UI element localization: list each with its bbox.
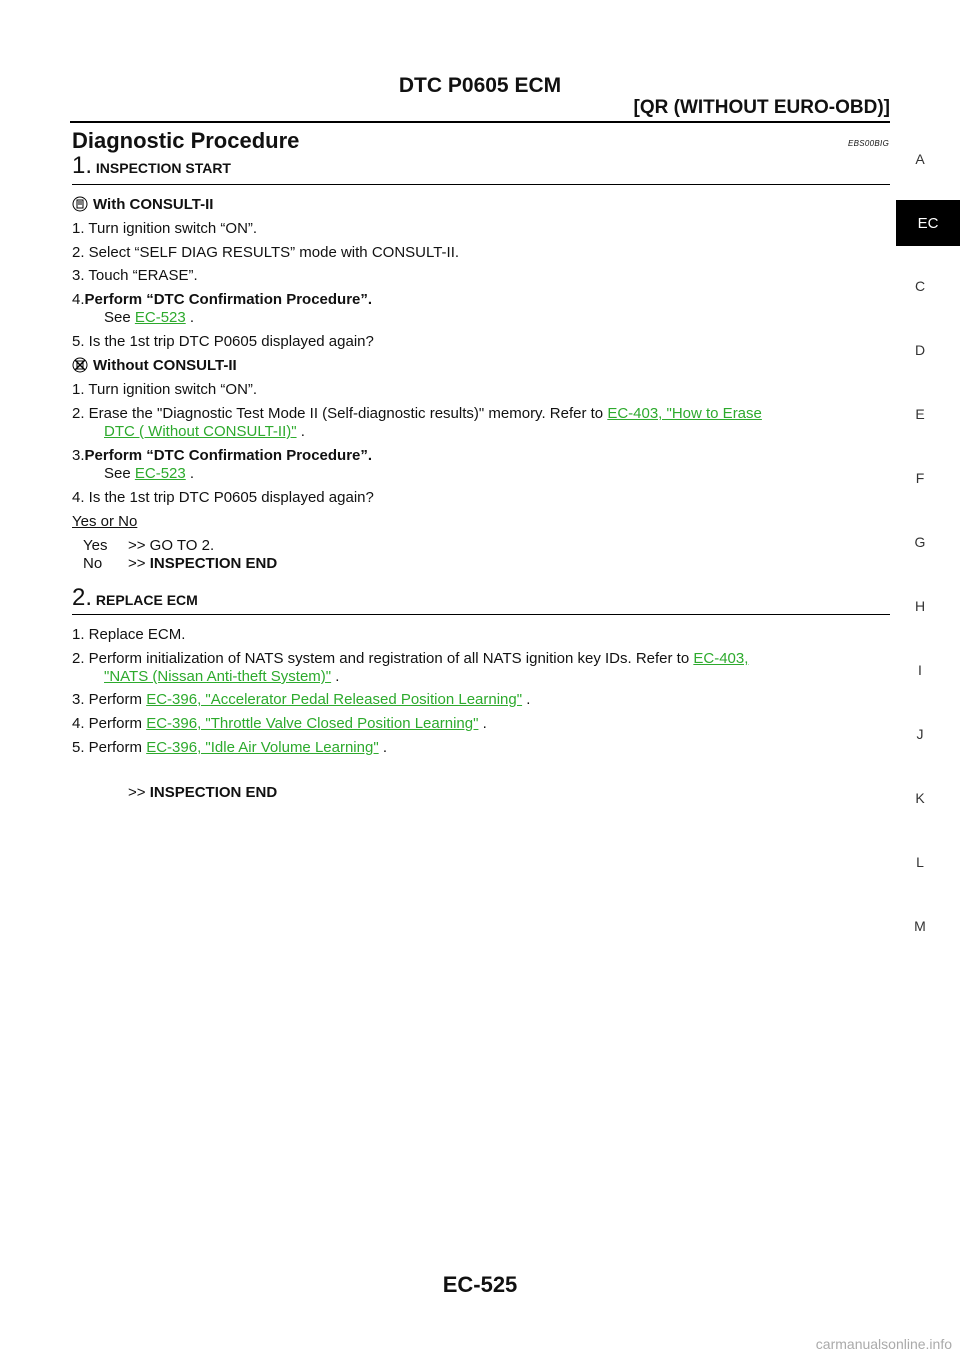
no-action: >> INSPECTION END [128,555,277,573]
step-2-title: REPLACE ECM [95,592,198,608]
yes-or-no-question: Yes or No [72,513,138,530]
step2-item-3: 3. Perform EC-396, "Accelerator Pedal Re… [72,691,530,709]
without-item-2-cont: DTC ( Without CONSULT-II)" . [104,423,305,441]
no-consult-icon [72,357,88,378]
ec-403-erase-link[interactable]: EC-403, "How to Erase [607,405,762,422]
without-item-3-see: See EC-523 . [104,465,194,483]
without-consult-heading: Without CONSULT-II [72,357,237,378]
ec-403-nats-link-cont[interactable]: "NATS (Nissan Anti-theft System)" [104,668,332,685]
sidebar-item-i[interactable]: I [918,662,922,678]
no-label: No [83,555,103,572]
ec-396-accel-link[interactable]: EC-396, "Accelerator Pedal Released Posi… [146,691,523,708]
sidebar-item-m[interactable]: M [914,918,926,934]
step2-item-5-text: 5. Perform [72,739,143,756]
period: . [189,309,195,326]
with-item-2: 2. Select “SELF DIAG RESULTS” mode with … [72,244,460,261]
with-item-5: 5. Is the 1st trip DTC P0605 displayed a… [72,333,374,350]
step-1-rule [72,184,890,185]
period: . [300,423,305,440]
ec-403-erase-link-cont[interactable]: DTC ( Without CONSULT-II)" [104,423,297,440]
ec-396-idle-link[interactable]: EC-396, "Idle Air Volume Learning" [146,739,379,756]
step2-item-3-text: 3. Perform [72,691,143,708]
page-number: EC-525 [442,1272,518,1297]
sidebar-item-d[interactable]: D [914,342,926,358]
end-text: INSPECTION END [149,784,278,801]
period: . [382,739,387,756]
no-action-text: INSPECTION END [149,555,278,572]
step2-item-2: 2. Perform initialization of NATS system… [72,650,748,668]
sidebar-item-l[interactable]: L [916,854,924,870]
header-rule [70,121,890,123]
section-title: Diagnostic Procedure [72,128,300,153]
period: . [526,691,531,708]
sidebar-item-g[interactable]: G [914,534,926,550]
sidebar-item-k[interactable]: K [915,790,925,806]
no-prefix: >> [128,555,146,572]
period: . [335,668,340,685]
period: . [482,715,487,732]
ec-396-throttle-link[interactable]: EC-396, "Throttle Valve Closed Position … [146,715,479,732]
without-item-1: 1. Turn ignition switch “ON”. [72,381,258,398]
sidebar-item-e[interactable]: E [915,406,925,422]
step-1-title: INSPECTION START [95,160,231,176]
without-item-3: 3.Perform “DTC Confirmation Procedure”. [72,447,372,465]
with-item-4: 4.Perform “DTC Confirmation Procedure”. [72,291,372,309]
with-item-4-num: 4. [72,291,85,308]
ec-523-link-2[interactable]: EC-523 [134,465,186,482]
yes-action: >> GO TO 2. [128,537,215,554]
step2-item-2-text: 2. Perform initialization of NATS system… [72,650,690,667]
end-prefix: >> [128,784,146,801]
ec-403-nats-link[interactable]: EC-403, [693,650,749,667]
ec-523-link[interactable]: EC-523 [134,309,186,326]
without-consult-label: Without CONSULT-II [93,357,237,374]
step2-item-5: 5. Perform EC-396, "Idle Air Volume Lear… [72,739,387,757]
without-item-2-text: 2. Erase the "Diagnostic Test Mode II (S… [72,405,604,422]
sidebar-item-j[interactable]: J [916,726,924,742]
page-header-subtitle: [QR (WITHOUT EURO-OBD)] [633,97,890,118]
with-item-4-text: Perform “DTC Confirmation Procedure”. [84,291,373,308]
consult-icon [72,196,88,217]
section-code: EBS00BIG [848,139,890,148]
sidebar-item-h[interactable]: H [914,598,926,614]
watermark: carmanualsonline.info [815,1336,952,1352]
step-2-heading: 2. REPLACE ECM [72,584,198,612]
sidebar-item-a[interactable]: A [915,151,925,167]
see-label: See [104,309,131,326]
step-2-rule [72,614,890,615]
page-header-title: DTC P0605 ECM [398,74,562,97]
without-item-4: 4. Is the 1st trip DTC P0605 displayed a… [72,489,374,506]
without-item-3-text: Perform “DTC Confirmation Procedure”. [84,447,373,464]
with-consult-label: With CONSULT-II [93,196,214,213]
with-item-4-see: See EC-523 . [104,309,194,327]
sidebar-item-f[interactable]: F [915,470,925,486]
sidebar-item-c[interactable]: C [914,278,926,294]
period: . [189,465,195,482]
without-item-3-num: 3. [72,447,85,464]
step2-item-2-cont: "NATS (Nissan Anti-theft System)" . [104,668,339,686]
with-item-1: 1. Turn ignition switch “ON”. [72,220,258,237]
see-label: See [104,465,131,482]
with-consult-heading: With CONSULT-II [72,196,213,217]
without-item-2: 2. Erase the "Diagnostic Test Mode II (S… [72,405,762,423]
step-1-heading: 1. INSPECTION START [72,152,231,180]
sidebar-item-ec[interactable]: EC [896,200,960,246]
step2-end: >> INSPECTION END [128,784,277,802]
step2-item-4-text: 4. Perform [72,715,143,732]
with-item-3: 3. Touch “ERASE”. [72,267,198,284]
step2-item-4: 4. Perform EC-396, "Throttle Valve Close… [72,715,487,733]
step-2-number: 2. [72,584,93,611]
step-1-number: 1. [72,152,93,179]
yes-label: Yes [83,537,108,554]
step2-item-1: 1. Replace ECM. [72,626,186,643]
